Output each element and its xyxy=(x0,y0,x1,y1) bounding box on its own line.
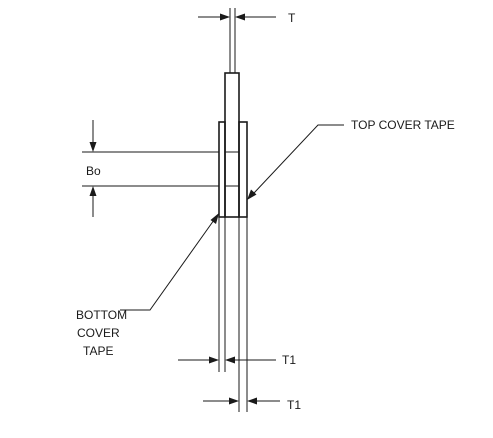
t1-dimension-upper: T1 xyxy=(178,353,296,367)
t1-dimension-lower: T1 xyxy=(203,397,301,412)
t-arrowhead-right xyxy=(235,13,245,21)
bottom-cover-tape-label-line2: COVER xyxy=(77,326,120,340)
bo-arrowhead-bottom xyxy=(89,186,97,196)
bo-dimension: Bo xyxy=(82,120,219,217)
t1-lower-arrowhead-right xyxy=(247,397,257,405)
bo-label: Bo xyxy=(86,164,101,178)
bottom-cover-tape-leader xyxy=(120,219,215,311)
t1-lower-arrowhead-left xyxy=(229,397,239,405)
top-cover-tape-label: TOP COVER TAPE xyxy=(351,118,455,132)
bottom-cover-tape-label-line1: BOTTOM xyxy=(76,308,127,322)
t1-upper-arrowhead-left xyxy=(209,356,219,364)
t1-extension-lines xyxy=(218,217,248,412)
bottom-cover-tape-callout: BOTTOM COVER TAPE xyxy=(76,213,219,358)
bottom-cover-tape-layer xyxy=(218,121,226,218)
carrier-tape xyxy=(224,72,240,218)
t1-upper-label: T1 xyxy=(282,353,296,367)
carrier-tape-strip xyxy=(224,72,240,218)
t1-lower-label: T1 xyxy=(287,398,301,412)
bottom-cover-tape xyxy=(218,121,226,218)
t-dimension: T xyxy=(198,8,296,73)
t1-upper-arrowhead-right xyxy=(225,356,235,364)
top-cover-tape-callout: TOP COVER TAPE xyxy=(247,118,455,200)
top-cover-tape-arrowhead xyxy=(247,189,257,200)
t-label: T xyxy=(288,11,296,25)
bo-arrowhead-top xyxy=(89,142,97,152)
top-cover-tape-layer xyxy=(238,121,248,218)
top-cover-tape xyxy=(238,121,248,218)
top-cover-tape-leader xyxy=(253,124,344,194)
bottom-cover-tape-arrowhead xyxy=(210,213,219,224)
t-arrowhead-left xyxy=(220,13,230,21)
bottom-cover-tape-label-line3: TAPE xyxy=(83,344,113,358)
